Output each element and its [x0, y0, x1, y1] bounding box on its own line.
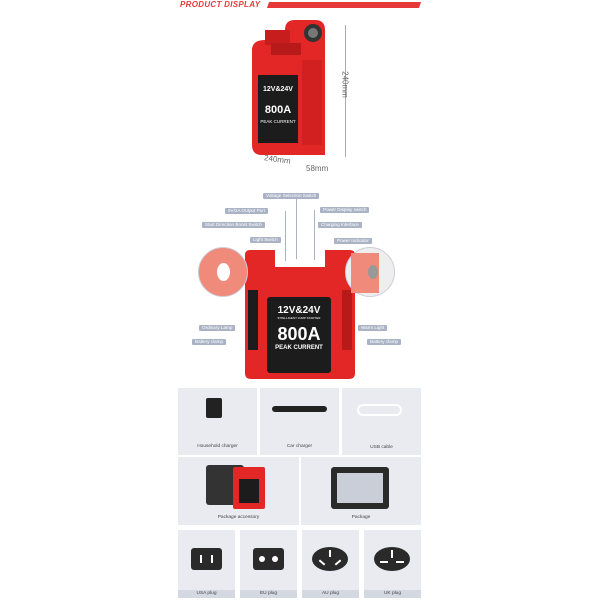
front-peak: PEAK CURRENT — [275, 345, 323, 351]
plug-uk: UK plug — [364, 530, 421, 598]
label-battery-clamp-left: Battery clamp — [192, 339, 227, 345]
height-dimension-line — [345, 25, 346, 157]
label-voltage-selection-switch: Voltage Selection Switch — [263, 193, 320, 199]
accessory-car-charger: Car charger — [260, 388, 339, 455]
warm-light-zoom — [345, 247, 395, 297]
plug-eu: EU plug — [240, 530, 297, 598]
accessory-household-charger: Household charger — [178, 388, 257, 455]
label-start-direction-boost-switch: Start Direction Boost Switch — [202, 222, 265, 228]
label-power-indicator: Power Indicator — [334, 238, 372, 244]
label-power-display-switch: Power Display switch — [320, 207, 370, 213]
device-peak: PEAK CURRENT — [260, 119, 296, 124]
title-bar — [266, 2, 422, 8]
leader-line — [285, 211, 286, 261]
package-accessory: Package accessory — [178, 457, 299, 525]
depth-label: 58mm — [306, 164, 329, 173]
front-subtitle: INTELLIGENT JUMP STARTER — [278, 316, 322, 320]
front-amps: 800A — [277, 324, 320, 344]
label-warm-light: Warm Light — [358, 325, 388, 331]
front-voltage: 12V&24V — [278, 305, 321, 316]
device-amps: 800A — [265, 104, 291, 116]
package: Package — [301, 457, 421, 525]
label-charging-interface: Charging Interface — [318, 222, 362, 228]
label-light-switch: Light Switch — [250, 237, 281, 243]
label-battery-clamp-right: Battery clamp — [367, 339, 402, 345]
leader-line — [314, 210, 315, 260]
ordinary-lamp-zoom — [198, 247, 248, 297]
jump-starter-front-image: 12V&24V INTELLIGENT JUMP STARTER 800A PE… — [245, 250, 355, 379]
label-ordinary-lamp: Ordinary Lamp — [199, 325, 236, 331]
section-title: PRODUCT DISPLAY — [180, 0, 261, 9]
leader-line — [296, 199, 297, 259]
plug-au: AU plug — [302, 530, 359, 598]
plug-usa: USA plug — [178, 530, 235, 598]
height-label: 240mm — [340, 71, 350, 98]
label-output-port: 5V/2A Output Port — [225, 208, 269, 214]
jump-starter-image: 12V&24V 800A PEAK CURRENT — [252, 20, 325, 155]
accessory-usb-cable: USB cable — [342, 388, 421, 455]
device-voltage: 12V&24V — [263, 86, 293, 93]
